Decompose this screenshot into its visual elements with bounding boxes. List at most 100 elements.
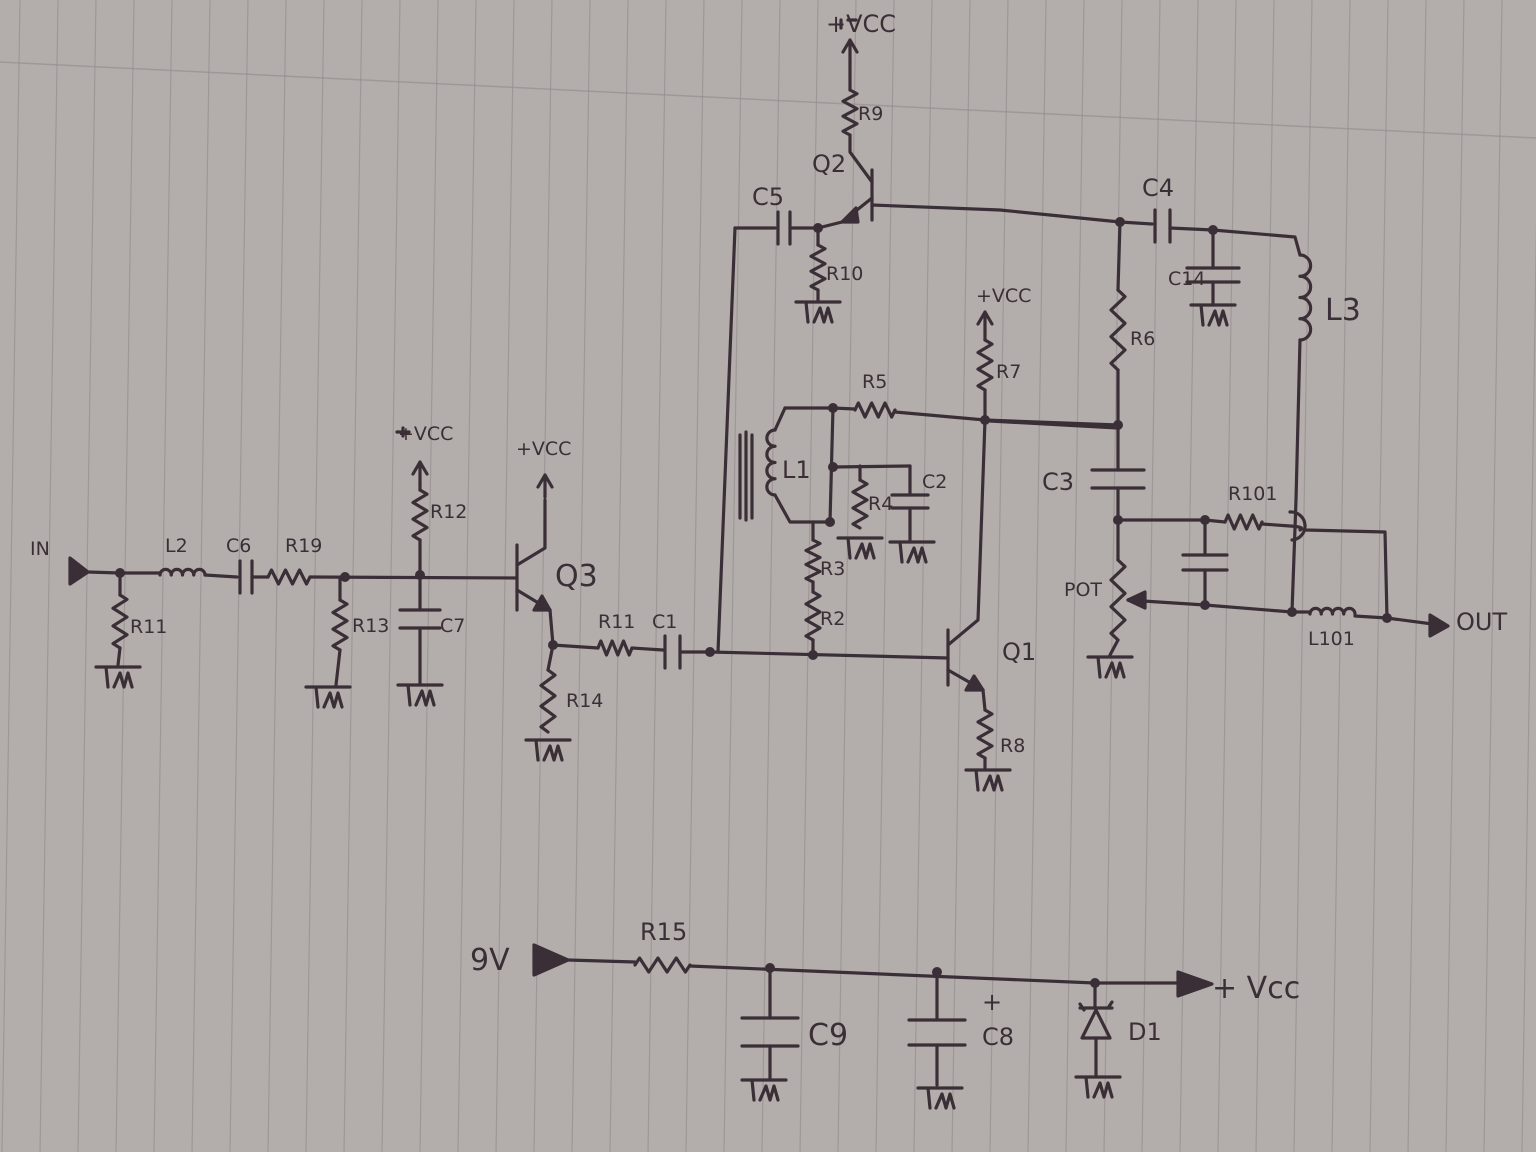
r101-crossover-wire — [1260, 510, 1389, 620]
ruled-line — [39, 0, 59, 1152]
r19-resistor-icon — [266, 568, 312, 586]
ruled-line — [647, 0, 667, 1152]
ruled-line — [1027, 0, 1047, 1152]
wire — [630, 646, 665, 652]
ground-icon — [1074, 1075, 1122, 1099]
wire — [688, 964, 1097, 985]
r15-resistor-icon — [633, 956, 692, 974]
wire — [1353, 614, 1389, 620]
ruled-line — [1369, 0, 1389, 1152]
r4-resistor-icon — [851, 478, 869, 530]
r11-mid-resistor-icon — [596, 639, 634, 657]
c5-label: C5 — [752, 183, 784, 211]
wire — [831, 406, 857, 411]
wire — [1116, 220, 1122, 292]
wire — [86, 570, 122, 575]
labels: +VCC R9 Q2 C5 R10 C4 C14 L3 +VCC R7 R6 R… — [30, 10, 1507, 1053]
r9-label: R9 — [858, 103, 883, 125]
l3-inductor-icon — [1298, 253, 1313, 342]
supply-input-arrow-icon — [532, 943, 570, 977]
ruled-line — [77, 0, 97, 1152]
vcc-arrow-icon — [536, 473, 554, 499]
vcc-arrow-icon — [841, 38, 859, 64]
vcc-arrow-icon — [976, 310, 994, 336]
r6-resistor-icon — [1109, 288, 1127, 372]
l101-label: L101 — [1308, 628, 1355, 650]
r9-resistor-icon — [841, 88, 859, 137]
wire — [515, 498, 547, 567]
ruled-line — [267, 0, 287, 1152]
r11-left-resistor-icon — [111, 593, 129, 650]
vcc-output-arrow-icon — [1176, 970, 1214, 998]
wire — [773, 406, 787, 432]
ruled-line — [1445, 0, 1465, 1152]
vcc-plus-icon — [395, 426, 411, 438]
ruled-line — [1483, 0, 1503, 1152]
vcc-arrow-icon — [411, 460, 429, 486]
r5-resistor-icon — [853, 401, 897, 419]
ground-icon — [94, 665, 142, 689]
r3-resistor-icon — [804, 538, 822, 584]
ruled-line — [1521, 217, 1536, 1152]
ruled-line — [191, 0, 211, 1152]
wire — [1108, 638, 1120, 657]
c2-label: C2 — [922, 471, 947, 493]
ground-icon — [304, 685, 352, 709]
ground-icon — [740, 1078, 788, 1102]
r3-label: R3 — [820, 558, 845, 580]
ruled-line — [685, 0, 705, 1152]
ruled-line — [153, 0, 173, 1152]
c6-label: C6 — [226, 535, 251, 557]
r4-label: R4 — [868, 493, 893, 515]
ruled-line — [1, 0, 21, 1152]
vcc-out-label: + Vcc — [1212, 971, 1300, 1006]
c8-plus-label: + — [982, 988, 1002, 1016]
ground-icon — [836, 536, 884, 560]
ground-icon — [396, 683, 444, 707]
c4-capacitor-icon — [1153, 208, 1172, 244]
wire — [773, 493, 830, 524]
r11-left-label: R11 — [130, 616, 167, 638]
ruled-line — [1179, 0, 1199, 1152]
ruled-line — [1255, 0, 1275, 1152]
wire — [716, 226, 737, 654]
wire — [566, 958, 637, 964]
l2-inductor-icon — [158, 567, 207, 577]
wire — [1118, 220, 1154, 226]
pot-label: POT — [1064, 579, 1102, 601]
wire — [546, 643, 555, 672]
ruled-line — [837, 0, 857, 1152]
ground-icon — [888, 540, 936, 564]
r12-resistor-icon — [411, 488, 429, 542]
l101-inductor-icon — [1308, 606, 1357, 616]
r2-label: R2 — [820, 608, 845, 630]
ruled-line — [875, 0, 895, 1152]
r14-resistor-icon — [539, 668, 557, 734]
c4-label: C4 — [1142, 174, 1174, 202]
ground-icon — [964, 768, 1012, 792]
l1-inductor-icon — [765, 428, 777, 497]
r19-label: R19 — [285, 535, 322, 557]
r10-resistor-icon — [809, 243, 827, 292]
wire — [831, 464, 912, 469]
l2-label: L2 — [165, 535, 188, 557]
ruled-line — [1407, 0, 1427, 1152]
ruled-line — [1141, 0, 1161, 1152]
input-arrow-icon — [68, 556, 90, 586]
output-arrow-icon — [1428, 613, 1450, 638]
q2-emitter-arrow-icon — [840, 206, 860, 224]
q1-label: Q1 — [1002, 638, 1036, 666]
wire — [981, 688, 987, 712]
c1-label: C1 — [652, 611, 677, 633]
d1-label: D1 — [1128, 1018, 1162, 1046]
r15-label: R15 — [640, 918, 687, 946]
q1-emitter-arrow-icon — [964, 674, 985, 692]
c9-label: C9 — [808, 1018, 848, 1053]
9v-label: 9V — [470, 943, 510, 978]
q2-label: Q2 — [812, 150, 846, 178]
ruled-line — [457, 0, 477, 1152]
l3-label: L3 — [1325, 293, 1361, 328]
ground-icon — [1189, 303, 1237, 327]
